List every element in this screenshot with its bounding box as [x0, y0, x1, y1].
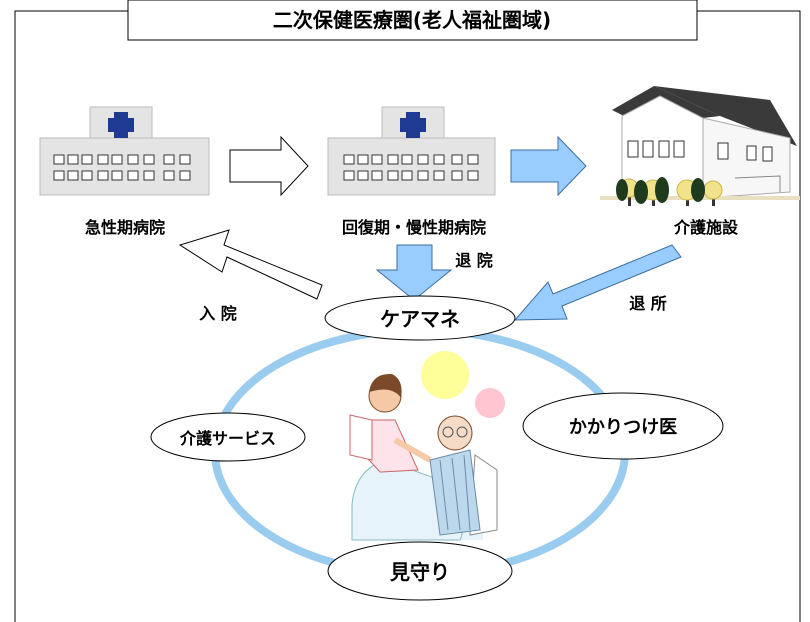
watching-node [327, 541, 513, 601]
care-manager-node [324, 295, 516, 341]
sun-circle [421, 351, 469, 399]
acute-hospital-label: 急性期病院 [85, 218, 165, 237]
admission-label: 入 院 [199, 304, 237, 323]
arrow-admission [178, 229, 323, 300]
acute-hospital-icon [39, 106, 210, 196]
care-manager-label: ケアマネ [380, 307, 460, 331]
family-doctor-node [522, 392, 724, 460]
care-service-label: 介護サービス [179, 429, 276, 448]
arrow-hospital-discharge [375, 244, 453, 301]
recovery-hospital-icon [327, 106, 496, 196]
family-doctor-label: かかりつけ医 [569, 417, 677, 438]
caregiver-illustration [349, 373, 498, 541]
arrow-acute-to-recovery [229, 135, 309, 197]
title-box [127, 0, 698, 41]
arrow-recovery-to-care [510, 135, 587, 197]
page-title: 二次保健医療圏(老人福祉圏域) [273, 8, 551, 32]
watching-label: 見守り [390, 560, 450, 584]
care-facility-icon [600, 86, 800, 206]
pink-circle [475, 388, 505, 418]
discharge-facility-label: 退 所 [629, 294, 667, 313]
recovery-hospital-label: 回復期・慢性期病院 [342, 218, 486, 237]
care-service-node [150, 412, 306, 462]
region-frame [14, 10, 128, 622]
region-frame-right [697, 10, 801, 622]
discharge-hospital-label: 退 院 [455, 251, 493, 270]
care-facility-label: 介護施設 [673, 218, 739, 237]
arrow-facility-discharge [513, 244, 682, 321]
